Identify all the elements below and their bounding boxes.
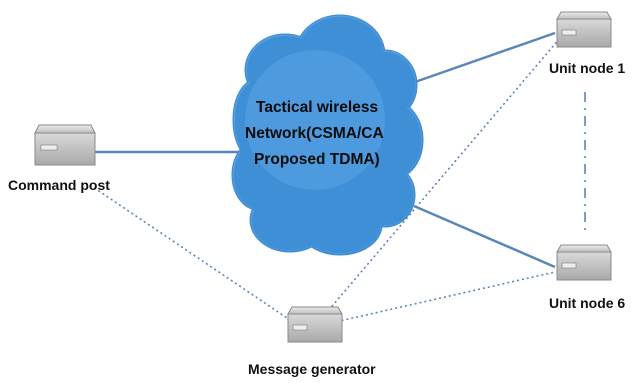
cloud-line-3: Proposed TDMA) bbox=[254, 151, 380, 168]
link-commandpost-messagegenerator bbox=[89, 184, 291, 321]
links-layer bbox=[89, 31, 586, 326]
unit-node-1-device bbox=[556, 11, 612, 48]
command-post-device bbox=[34, 124, 96, 166]
link-cloud-unitnode6 bbox=[413, 204, 556, 269]
cloud-line-1: Tactical wireless bbox=[256, 99, 378, 116]
command-post-label: Command post bbox=[8, 177, 110, 193]
unit-node-1-label: Unit node 1 bbox=[549, 60, 625, 76]
cloud-line-2: Network(CSMA/CA bbox=[245, 125, 384, 142]
unit-node-6-label: Unit node 6 bbox=[549, 295, 625, 311]
message-generator-device bbox=[287, 306, 343, 343]
message-generator-label: Message generator bbox=[248, 361, 376, 377]
network-cloud: Tactical wireless Network(CSMA/CA Propos… bbox=[231, 14, 424, 256]
link-messagegenerator-unitnode6 bbox=[321, 271, 556, 326]
link-cloud-unitnode1 bbox=[414, 31, 556, 84]
link-messagegenerator-unitnode1 bbox=[321, 37, 561, 319]
unit-node-6-device bbox=[556, 244, 612, 281]
